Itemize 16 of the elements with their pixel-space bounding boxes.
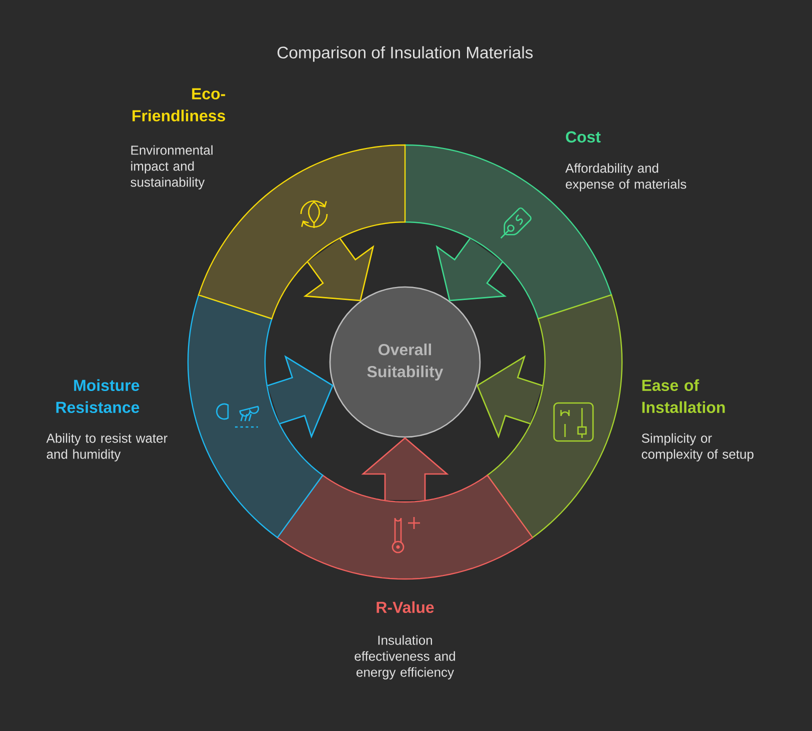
title: Comparison of Insulation Materials [278,46,533,62]
block-arrow [303,238,374,302]
block-arrow [361,437,449,501]
block-arrow [476,355,544,438]
description: Environmental impact and sustainability [130,145,212,190]
heading: Moisture Resistance [56,379,140,413]
description: Affordability and expense of materials [565,163,686,192]
description: Ability to resist water and humidity [46,433,168,462]
heading: Eco-Friendliness [132,88,226,122]
heading: Cost [566,131,601,143]
description: Insulation effectiveness and energy efficiency [354,635,455,680]
block-arrow [266,355,334,438]
description: Simplicity or complexity of setup [642,433,754,462]
block-arrow [436,238,507,302]
heading: R-Value [376,601,434,614]
heading: Ease of Installation [642,379,725,413]
